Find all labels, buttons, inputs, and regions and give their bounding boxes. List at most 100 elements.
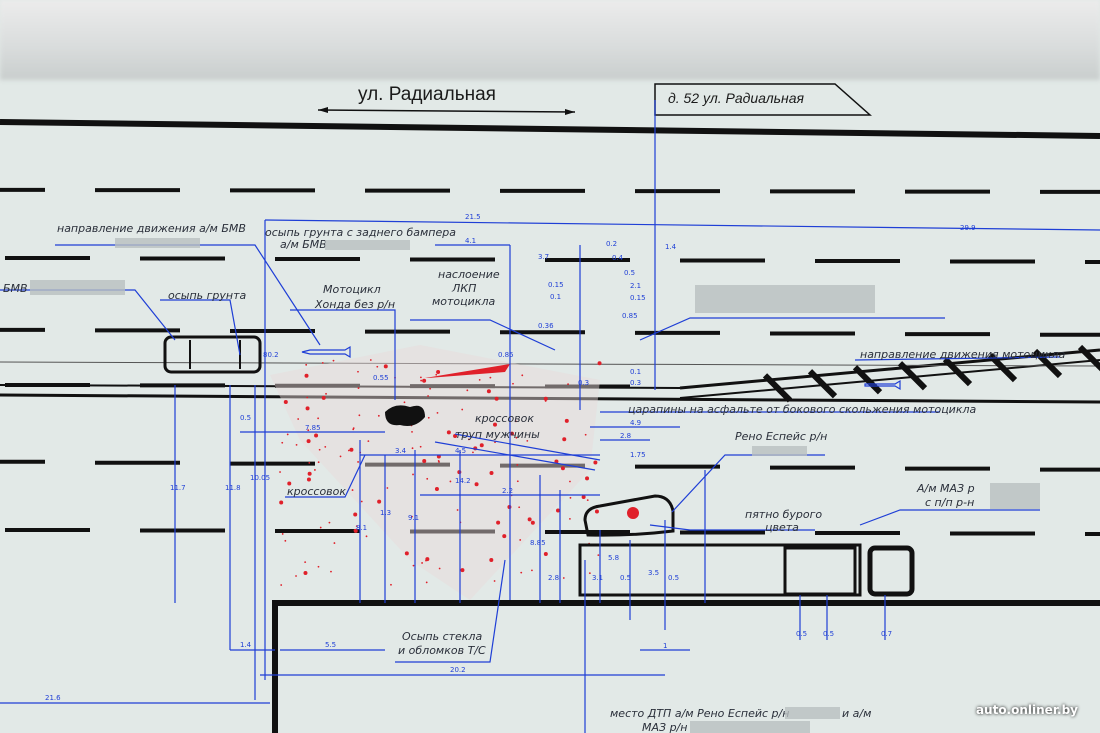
debris-mark [287,481,292,486]
debris-mark [425,581,428,584]
dim-value: 11.8 [225,484,241,492]
debris-mark [560,466,565,471]
debris-mark [489,376,492,379]
renault-espace [583,494,675,537]
debris-mark [304,561,307,564]
bmw-direction-arrow [301,345,351,359]
debris-mark [467,438,470,441]
debris-mark [279,500,284,505]
debris-mark [562,577,565,579]
hatch-stripe [807,369,838,399]
debris-mark [474,482,479,487]
dim-value: 11.7 [170,484,186,492]
debris-mark [516,464,519,466]
redacted-plate [785,707,840,719]
debris-mark [486,389,491,394]
dim-value: 0.85 [498,351,514,359]
dim-value: 10.05 [250,474,270,482]
label-stain-2: цвета [765,521,799,534]
dim-value: 3.7 [538,253,549,261]
dim-value: 4.1 [465,237,476,245]
hatch-stripe [1077,344,1100,372]
debris-mark [543,396,548,401]
debris-mark [295,575,297,577]
dimension-values: 21.5 29.9 4.1 3.7 0.2 0.4 0.5 0.15 0.1 0… [45,213,976,702]
debris-mark [530,520,535,525]
debris-mark [460,568,465,573]
dim-value: 9.1 [408,514,419,522]
dim-value: 0.55 [373,374,389,382]
debris-mark [403,401,406,404]
debris-mark [593,460,598,465]
debris-mark [425,557,430,562]
label-stain-1: пятно бурого [745,508,822,521]
debris-mark [453,433,458,438]
debris-mark [562,437,567,442]
debris-mark [519,539,522,541]
debris-mark [284,539,287,542]
debris-mark [478,378,481,381]
debris-mark [489,558,494,563]
address-label: д. 52 ул. Радиальная [668,90,805,106]
dim-value: 4.9 [630,419,641,427]
redacted-label [695,285,875,313]
debris-mark [411,430,413,433]
debris-area [270,345,600,600]
dim-value: 3.1 [592,574,603,582]
debris-mark [306,477,311,482]
debris-mark [367,440,370,443]
dim-value: 14.2 [455,477,471,485]
debris-mark [586,499,589,502]
debris-mark [584,433,587,436]
debris-mark [512,382,514,385]
debris-mark [317,565,320,568]
debris-mark [509,431,514,436]
dim-value: 4.5 [455,447,466,455]
hatched-island [762,344,1100,403]
debris-mark [543,551,548,556]
debris-mark [419,445,422,448]
debris-mark [597,361,602,366]
label-maz-1: А/м МАЗ р [916,482,975,495]
debris-mark [319,526,322,529]
paint-transfer-mark [425,364,510,378]
debris-mark [357,370,359,373]
label-soil-bumper: осыпь грунта с заднего бампера [265,226,456,239]
debris-mark [317,417,320,420]
debris-mark [325,392,327,395]
debris-mark [457,470,462,475]
annotations: направление движения а/м БМВ осыпь грунт… [3,222,1066,733]
redacted-plate [115,238,200,248]
dim-value: 0.3 [578,379,589,387]
redacted-plate [30,280,125,295]
dim-value: 1.4 [240,641,252,649]
debris-mark [297,418,300,420]
debris-mark [569,480,571,483]
debris-mark [516,480,519,483]
debris-mark [422,378,427,383]
label-soil: осыпь грунта [168,289,247,302]
debris-mark [314,433,319,438]
debris-mark [281,441,284,444]
debris-mark [330,570,332,573]
debris-mark [436,411,439,414]
debris-mark [422,459,427,464]
dim-value: 3.4 [395,447,407,455]
debris-mark [569,496,572,499]
dim-value: 8.1 [356,524,367,532]
debris-mark [520,571,523,574]
debris-mark [357,387,360,389]
dim-value: 1.4 [665,243,677,251]
debris-mark [376,365,379,368]
debris-mark [438,461,440,463]
debris-mark [317,461,320,464]
debris-mark [438,567,441,570]
debris-mark [351,489,354,491]
hatch-stripe [942,357,973,387]
debris-mark [390,583,392,586]
debris-mark [318,448,321,451]
debris-mark [588,572,591,575]
dim-value: 0.5 [796,630,807,638]
debris-mark [377,499,382,504]
